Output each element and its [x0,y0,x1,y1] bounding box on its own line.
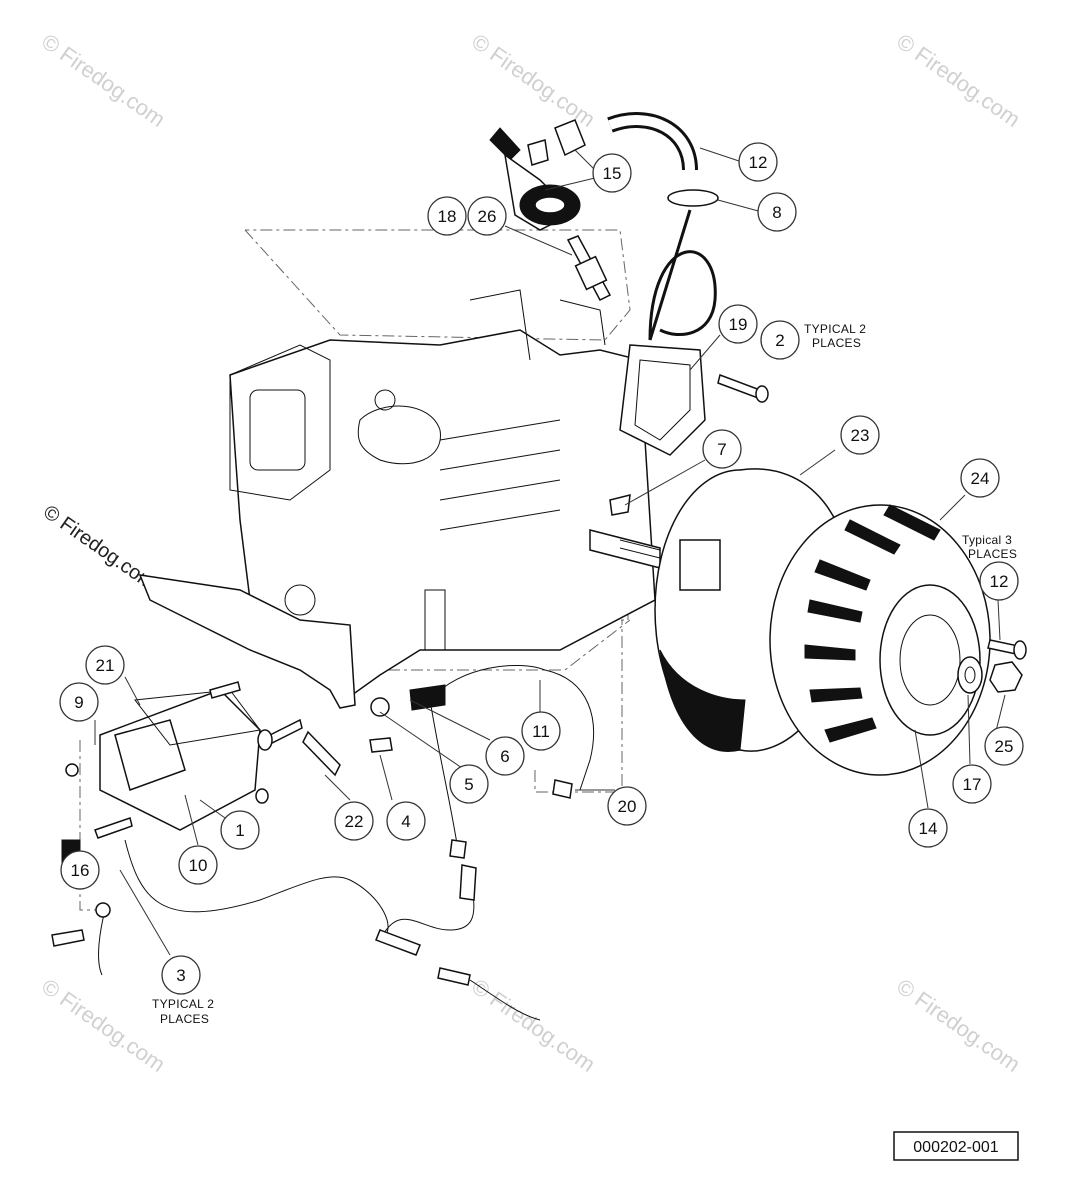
svg-text:2: 2 [775,331,784,350]
svg-text:12: 12 [749,153,768,172]
svg-text:25: 25 [995,737,1014,756]
callout-26-spark-plug: 26 [467,196,507,236]
callout-14-fan: 14 [908,808,948,848]
callout-23-flywheel: 23 [840,415,880,455]
callout-24-fan: 24 [960,458,1000,498]
watermark: © Firedog.com [892,29,1025,132]
svg-text:15: 15 [603,164,622,183]
callout-8-grommet: 8 [757,192,797,232]
callout-15-boot: 15 [592,153,632,193]
note-typical-2-places-line2: PLACES [812,336,861,350]
svg-text:5: 5 [464,775,473,794]
note-typical-2-places-left-line2: PLACES [160,1012,209,1026]
svg-text:8: 8 [772,203,781,222]
callout-17-washer: 17 [952,764,992,804]
callout-1-regulator: 1 [220,810,260,850]
ignition-module [619,344,769,456]
watermark: © Firedog.com [37,29,170,132]
cooling-fan [769,504,991,776]
notes: TYPICAL 2 PLACES Typical 3 PLACES TYPICA… [152,322,1017,1026]
spark-plug [566,235,612,301]
note-typical-2-places-line1: TYPICAL 2 [804,322,866,336]
leader-lines [71,147,1006,956]
watermark: © Firedog.com [37,974,170,1077]
svg-text:9: 9 [74,693,83,712]
svg-text:4: 4 [401,812,410,831]
svg-text:14: 14 [919,819,938,838]
watermark: © Firedog.com [467,974,600,1077]
callout-16-clip: 16 [60,850,100,890]
figure-id: 000202-001 [893,1131,1019,1161]
note-typical-2-places-left-line1: TYPICAL 2 [152,997,214,1011]
svg-text:7: 7 [717,440,726,459]
watermark: © Firedog.com [467,29,600,132]
svg-text:1: 1 [235,821,244,840]
figure-id-text: 000202-001 [913,1139,999,1156]
svg-text:24: 24 [971,469,990,488]
svg-text:26: 26 [478,207,497,226]
callout-9-bracket: 9 [59,682,99,722]
callout-25-nut: 25 [984,726,1024,766]
svg-text:22: 22 [345,812,364,831]
callout-6-clamp: 6 [485,736,525,776]
wiring-harness [51,665,595,1021]
regulator-assembly [61,689,261,871]
fuel-hose [607,112,719,341]
callout-21-bracket: 21 [85,645,125,685]
callouts: 12 15 8 18 26 19 2 23 7 24 12 21 9 11 6 … [59,142,1024,995]
callout-12-bolt: 12 [979,561,1019,601]
svg-text:3: 3 [176,966,185,985]
watermark: © Firedog.com [892,974,1025,1077]
svg-text:20: 20 [618,797,637,816]
callout-3-screw: 3 [161,955,201,995]
callout-19-ignition-module: 19 [718,304,758,344]
svg-text:17: 17 [963,775,982,794]
svg-text:21: 21 [96,656,115,675]
svg-text:10: 10 [189,856,208,875]
callout-5-screw: 5 [449,764,489,804]
washer-nut-bolt [957,639,1027,694]
callout-10-spacer: 10 [178,845,218,885]
callout-22-clamp: 22 [334,801,374,841]
svg-text:19: 19 [729,315,748,334]
svg-text:16: 16 [71,861,90,880]
svg-text:6: 6 [500,747,509,766]
screws-and-spacers [209,681,446,804]
bracket-plate [138,574,356,709]
callout-4-screw: 4 [386,801,426,841]
svg-text:11: 11 [532,722,550,741]
svg-text:23: 23 [851,426,870,445]
callout-2-bolt: 2 [760,320,800,360]
engine-block [229,289,656,702]
callout-12-hose: 12 [738,142,778,182]
callout-11-clip: 11 [521,711,561,751]
note-typical-3-places-line2: PLACES [968,547,1017,561]
callout-7-key: 7 [702,429,742,469]
callout-20-harness: 20 [607,786,647,826]
svg-text:18: 18 [438,207,457,226]
note-typical-3-places-line1: Typical 3 [962,533,1012,547]
spark-plug-boot [489,119,586,231]
svg-text:12: 12 [990,572,1009,591]
callout-18-spark-plug: 18 [427,196,467,236]
